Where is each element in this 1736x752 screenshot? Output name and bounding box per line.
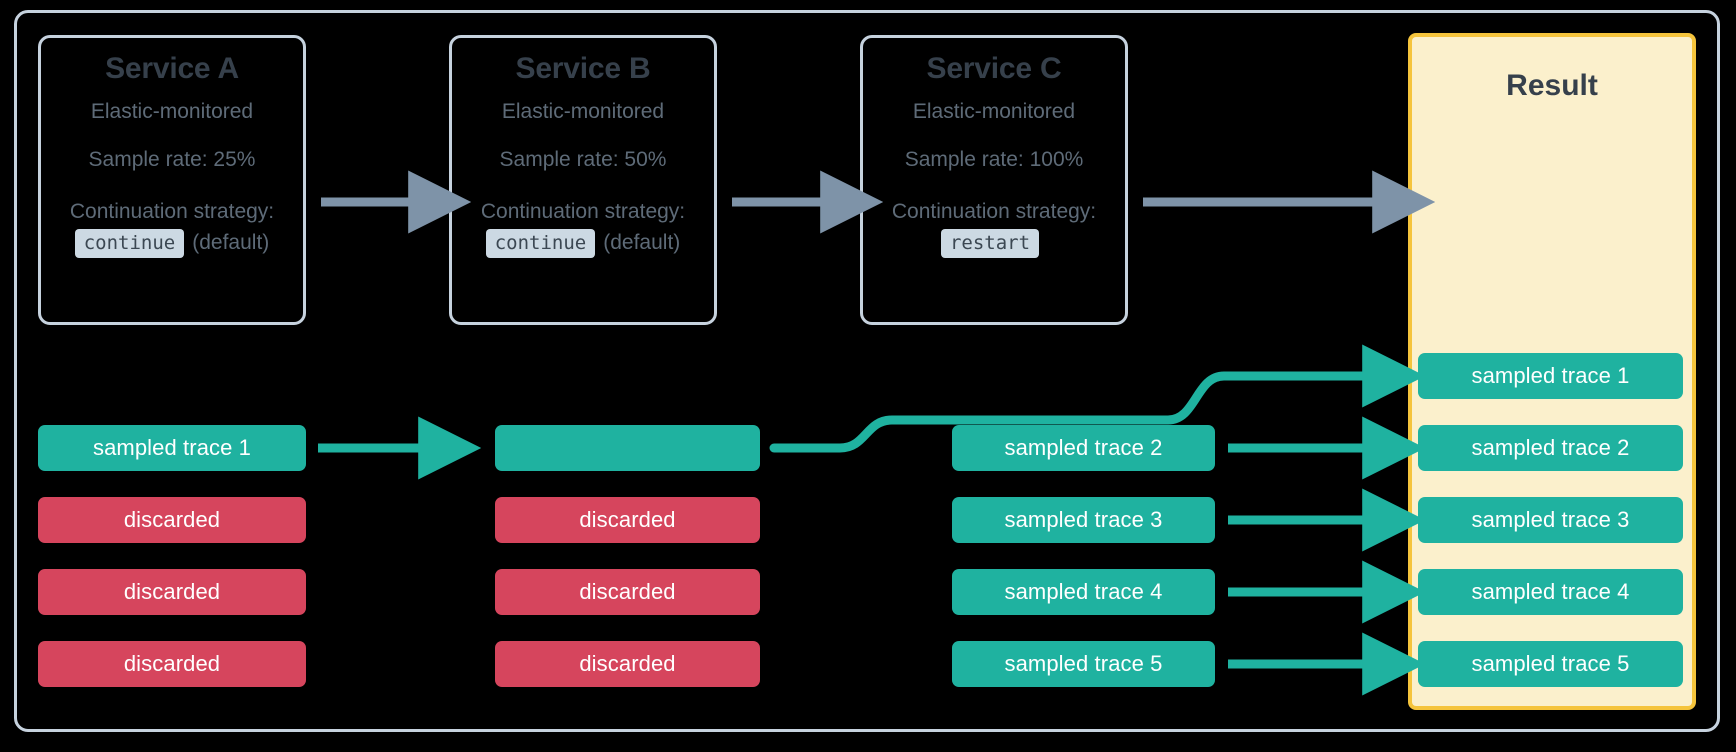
service-b-strategy-row: continue (default) xyxy=(485,228,681,258)
trace-pill-c-3-label: sampled trace 3 xyxy=(1004,507,1163,532)
service-card-b: Service B Elastic-monitored Sample rate:… xyxy=(449,35,717,325)
service-b-sample-rate: Sample rate: 50% xyxy=(499,148,667,171)
result-pill-2[interactable]: sampled trace 2 xyxy=(1418,425,1683,471)
result-pill-2-label: sampled trace 2 xyxy=(1471,435,1630,460)
service-card-a: Service A Elastic-monitored Sample rate:… xyxy=(38,35,306,325)
trace-pill-c-2-label: sampled trace 2 xyxy=(1004,435,1163,460)
service-card-c: Service C Elastic-monitored Sample rate:… xyxy=(860,35,1128,325)
trace-pill-a-3-label: discarded xyxy=(123,579,221,604)
service-c-subtitle: Elastic-monitored xyxy=(912,100,1076,123)
trace-pill-a-4-label: discarded xyxy=(123,651,221,676)
service-c-continuation-label: Continuation strategy: xyxy=(891,200,1097,223)
service-b-continuation-label: Continuation strategy: xyxy=(480,200,686,223)
service-c-strategy-code: restart xyxy=(940,228,1040,258)
trace-pill-b-4[interactable]: discarded xyxy=(495,641,760,687)
result-pill-1[interactable]: sampled trace 1 xyxy=(1418,353,1683,399)
trace-pill-b-3[interactable]: discarded xyxy=(495,569,760,615)
trace-pill-a-4[interactable]: discarded xyxy=(38,641,306,687)
result-pill-3-label: sampled trace 3 xyxy=(1471,507,1630,532)
service-a-title: Service A xyxy=(105,52,239,85)
trace-pill-a-3[interactable]: discarded xyxy=(38,569,306,615)
trace-pill-b-3-label: discarded xyxy=(579,579,676,604)
trace-pill-c-5[interactable]: sampled trace 5 xyxy=(952,641,1215,687)
trace-pill-c-4-label: sampled trace 4 xyxy=(1004,579,1163,604)
trace-pill-a-2-label: discarded xyxy=(123,507,221,532)
diagram-outer-frame xyxy=(14,10,1720,732)
service-c-sample-rate: Sample rate: 100% xyxy=(904,148,1084,171)
service-a-continuation-label: Continuation strategy: xyxy=(69,200,275,223)
trace-pill-b-1[interactable] xyxy=(495,425,760,471)
service-a-strategy-note: (default) xyxy=(192,231,270,255)
trace-pill-c-3[interactable]: sampled trace 3 xyxy=(952,497,1215,543)
result-pill-5[interactable]: sampled trace 5 xyxy=(1418,641,1683,687)
service-c-strategy-row: restart xyxy=(940,228,1047,258)
service-b-title: Service B xyxy=(515,52,651,85)
trace-pill-b-2[interactable]: discarded xyxy=(495,497,760,543)
trace-pill-a-2[interactable]: discarded xyxy=(38,497,306,543)
result-pill-5-label: sampled trace 5 xyxy=(1471,651,1630,676)
result-pill-3[interactable]: sampled trace 3 xyxy=(1418,497,1683,543)
trace-pill-c-5-label: sampled trace 5 xyxy=(1004,651,1163,676)
trace-pill-c-4[interactable]: sampled trace 4 xyxy=(952,569,1215,615)
service-a-subtitle: Elastic-monitored xyxy=(90,100,254,123)
service-b-strategy-code: continue xyxy=(485,228,596,258)
trace-pill-b-2-label: discarded xyxy=(579,507,676,532)
service-a-sample-rate: Sample rate: 25% xyxy=(88,148,256,171)
result-pill-4-label: sampled trace 4 xyxy=(1471,579,1630,604)
result-pill-1-label: sampled trace 1 xyxy=(1471,363,1630,388)
result-title: Result xyxy=(1506,69,1598,102)
service-b-subtitle: Elastic-monitored xyxy=(501,100,665,123)
service-c-title: Service C xyxy=(926,52,1062,85)
trace-pill-a-1[interactable]: sampled trace 1 xyxy=(38,425,306,471)
service-a-strategy-row: continue (default) xyxy=(74,228,270,258)
service-a-strategy-code: continue xyxy=(74,228,185,258)
result-pill-4[interactable]: sampled trace 4 xyxy=(1418,569,1683,615)
trace-pill-b-4-label: discarded xyxy=(579,651,676,676)
service-b-strategy-note: (default) xyxy=(603,231,681,255)
trace-pill-a-1-label: sampled trace 1 xyxy=(92,435,252,460)
trace-pill-c-2[interactable]: sampled trace 2 xyxy=(952,425,1215,471)
